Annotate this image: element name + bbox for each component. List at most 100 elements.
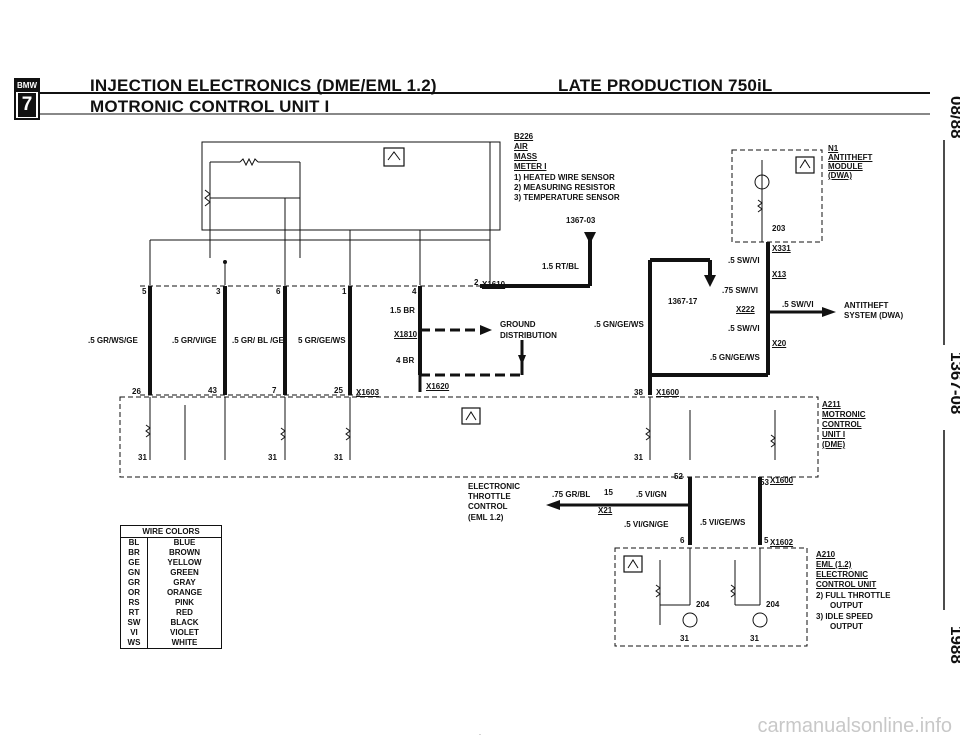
wire-gn-ge-ws: .5 GN/GE/WS <box>594 320 644 329</box>
legend-color: BLACK <box>170 618 199 627</box>
throttle-line4: (EML 1.2) <box>468 513 504 522</box>
a210-line1: EML (1.2) <box>816 560 852 569</box>
logo-number: 7 <box>18 93 36 117</box>
conn-x13: X13 <box>772 270 787 279</box>
pin-53: 53 <box>760 478 769 487</box>
pin-5b: 5 <box>764 536 769 545</box>
legend-code: VI <box>121 628 148 638</box>
conn-x1610: X1610 <box>482 280 506 289</box>
wire-br-15: 1.5 BR <box>390 306 415 315</box>
b226-line2: MASS <box>514 152 538 161</box>
wire-vi-gn: .5 VI/GN <box>636 490 667 499</box>
conn-x1620: X1620 <box>426 382 450 391</box>
legend-code: BL <box>121 538 148 548</box>
wire-sw-vi-4: .5 SW/VI <box>728 324 760 333</box>
legend-color: WHITE <box>171 638 198 647</box>
legend-code: GE <box>121 558 148 568</box>
wire-gr-vi-ge: .5 GR/VI/GE <box>172 336 217 345</box>
conn-x222: X222 <box>736 305 755 314</box>
a210-line3: CONTROL UNIT <box>816 580 877 589</box>
pin-4: 4 <box>412 287 417 296</box>
wire-gr-bl-75: .75 GR/BL <box>552 490 591 499</box>
conn-x21: X21 <box>598 506 613 515</box>
legend-color: GREEN <box>170 568 199 577</box>
pin-26: 26 <box>132 387 141 396</box>
legend-color: BROWN <box>168 548 201 557</box>
a210-line2: ELECTRONIC <box>816 570 868 579</box>
a210-note1: 2) FULL THROTTLE <box>816 591 891 600</box>
watermark: carmanualsonline.info <box>757 715 952 737</box>
side-date: 08/88 <box>947 96 960 139</box>
logo-brand: BMW <box>16 80 38 92</box>
legend-code: GN <box>121 568 148 578</box>
wire-br-4: 4 BR <box>396 356 415 365</box>
pin-31-c: 31 <box>334 453 343 462</box>
legend-row: VI VIOLET <box>121 628 221 638</box>
throttle-line2: THROTTLE <box>468 492 511 501</box>
legend-row: GN GREEN <box>121 568 221 578</box>
pin-6b: 6 <box>680 536 685 545</box>
wire-gr-bl-ge: .5 GR/ BL /GE <box>232 336 284 345</box>
legend-code: OR <box>121 588 148 598</box>
legend-code: GR <box>121 578 148 588</box>
conn-x1603: X1603 <box>356 388 380 397</box>
legend-row: WS WHITE <box>121 638 221 648</box>
wire-gr-ws-ge: .5 GR/WS/GE <box>88 336 138 345</box>
legend-color: YELLOW <box>167 558 202 567</box>
legend-color: ORANGE <box>166 588 203 597</box>
ref-1367-17: 1367-17 <box>668 297 698 306</box>
ground-line2: DISTRIBUTION <box>500 331 557 340</box>
a211-line1: MOTRONIC <box>822 410 866 419</box>
conn-x20: X20 <box>772 339 787 348</box>
wire-sw-vi-2: .75 SW/VI <box>722 286 759 295</box>
wire-sw-vi-1: .5 SW/VI <box>728 256 760 265</box>
b226-id: B226 <box>514 132 534 141</box>
pin-31-e: 31 <box>680 634 689 643</box>
wire-sw-vi-3: .5 SW/VI <box>782 300 814 309</box>
pin-38: 38 <box>634 388 643 397</box>
side-year: 1988 <box>947 626 960 664</box>
a211-id: A211 <box>822 400 841 409</box>
throttle-line3: CONTROL <box>468 502 508 511</box>
svg-text:·: · <box>479 732 481 738</box>
throttle-line1: ELECTRONIC <box>468 482 520 491</box>
wire-gr-ge-ws: 5 GR/GE/WS <box>298 336 346 345</box>
a211-line2: CONTROL <box>822 420 862 429</box>
wire-gn-ge-ws-2: .5 GN/GE/WS <box>710 353 760 362</box>
pin-15: 15 <box>604 488 613 497</box>
legend-color: VIOLET <box>170 628 199 637</box>
b226-line3: METER I <box>514 162 547 171</box>
bmw-logo: BMW 7 <box>14 78 40 120</box>
b226-note3: 3) TEMPERATURE SENSOR <box>514 193 620 202</box>
ground-line1: GROUND <box>500 320 536 329</box>
wire-rt-bl: 1.5 RT/BL <box>542 262 579 271</box>
antitheft-line1: ANTITHEFT <box>844 301 889 310</box>
pin-6: 6 <box>276 287 281 296</box>
legend-code: WS <box>121 638 148 648</box>
conn-x1600-top: X1600 <box>656 388 680 397</box>
legend-code: SW <box>121 618 148 628</box>
pin-1: 1 <box>342 287 347 296</box>
pin-3: 3 <box>216 287 221 296</box>
pin-31-b: 31 <box>268 453 277 462</box>
ref-1367-03: 1367-03 <box>566 216 596 225</box>
b226-line1: AIR <box>514 142 528 151</box>
a211-line4: (DME) <box>822 440 846 449</box>
pin-5: 5 <box>142 287 147 296</box>
a210-note4: OUTPUT <box>830 622 863 631</box>
wire-colors-title: WIRE COLORS <box>121 526 221 538</box>
b226-note2: 2) MEASURING RESISTOR <box>514 183 616 192</box>
legend-row: OR ORANGE <box>121 588 221 598</box>
pin-25: 25 <box>334 386 343 395</box>
b226-note1: 1) HEATED WIRE SENSOR <box>514 173 615 182</box>
pin-52: 52 <box>674 472 683 481</box>
page-title: INJECTION ELECTRONICS (DME/EML 1.2) <box>90 76 437 95</box>
legend-color: BLUE <box>173 538 196 547</box>
n1-line3: (DWA) <box>828 171 852 180</box>
